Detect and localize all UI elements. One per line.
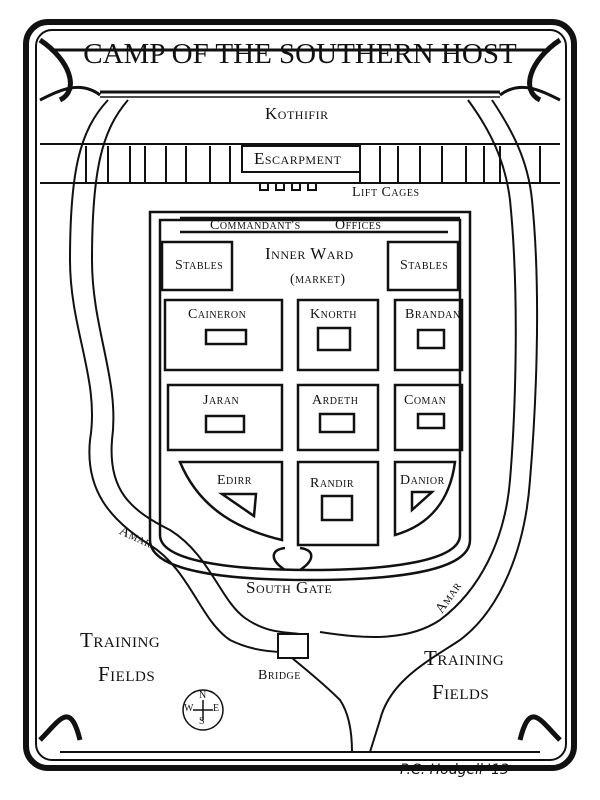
house-brandan: Brandan bbox=[405, 307, 461, 322]
house-jaran: Jaran bbox=[203, 393, 240, 408]
label-training-left-2: Fields bbox=[98, 662, 156, 686]
compass-e: E bbox=[213, 703, 220, 714]
label-escarpment: Escarpment bbox=[254, 149, 342, 168]
artist-signature: P.C. Hodgell '13 bbox=[400, 762, 510, 778]
map-title: CAMP OF THE SOUTHERN HOST bbox=[83, 38, 517, 70]
house-caineron: Caineron bbox=[188, 307, 247, 322]
compass-s: S bbox=[199, 716, 206, 727]
ornate-frame bbox=[23, 19, 577, 771]
escarpment-cliff bbox=[40, 143, 560, 191]
compass-n: N bbox=[199, 690, 207, 701]
compass-rose bbox=[182, 689, 224, 731]
compass-w: W bbox=[184, 703, 194, 714]
house-danior: Danior bbox=[400, 473, 445, 488]
label-lift-cages: Lift Cages bbox=[352, 185, 420, 200]
house-randir: Randir bbox=[310, 476, 355, 491]
house-ardeth: Ardeth bbox=[312, 393, 359, 408]
label-stables-right: Stables bbox=[400, 258, 449, 273]
label-stables-left: Stables bbox=[175, 258, 224, 273]
house-knorth: Knorth bbox=[310, 307, 357, 322]
label-market: (market) bbox=[290, 272, 346, 287]
house-coman: Coman bbox=[404, 393, 447, 408]
label-bridge: Bridge bbox=[258, 668, 301, 683]
label-training-right-1: Training bbox=[424, 646, 505, 670]
label-kothifir: Kothifir bbox=[265, 104, 329, 123]
house-edirr: Edirr bbox=[217, 473, 252, 488]
label-south-gate: South Gate bbox=[246, 578, 333, 597]
camp-walls bbox=[148, 210, 472, 582]
label-training-left-1: Training bbox=[80, 628, 161, 652]
label-inner-ward: Inner Ward bbox=[265, 244, 354, 263]
label-training-right-2: Fields bbox=[432, 680, 490, 704]
river-amar bbox=[68, 99, 539, 753]
label-commandants: Commandant's bbox=[210, 218, 301, 233]
label-offices: Offices bbox=[335, 218, 382, 233]
